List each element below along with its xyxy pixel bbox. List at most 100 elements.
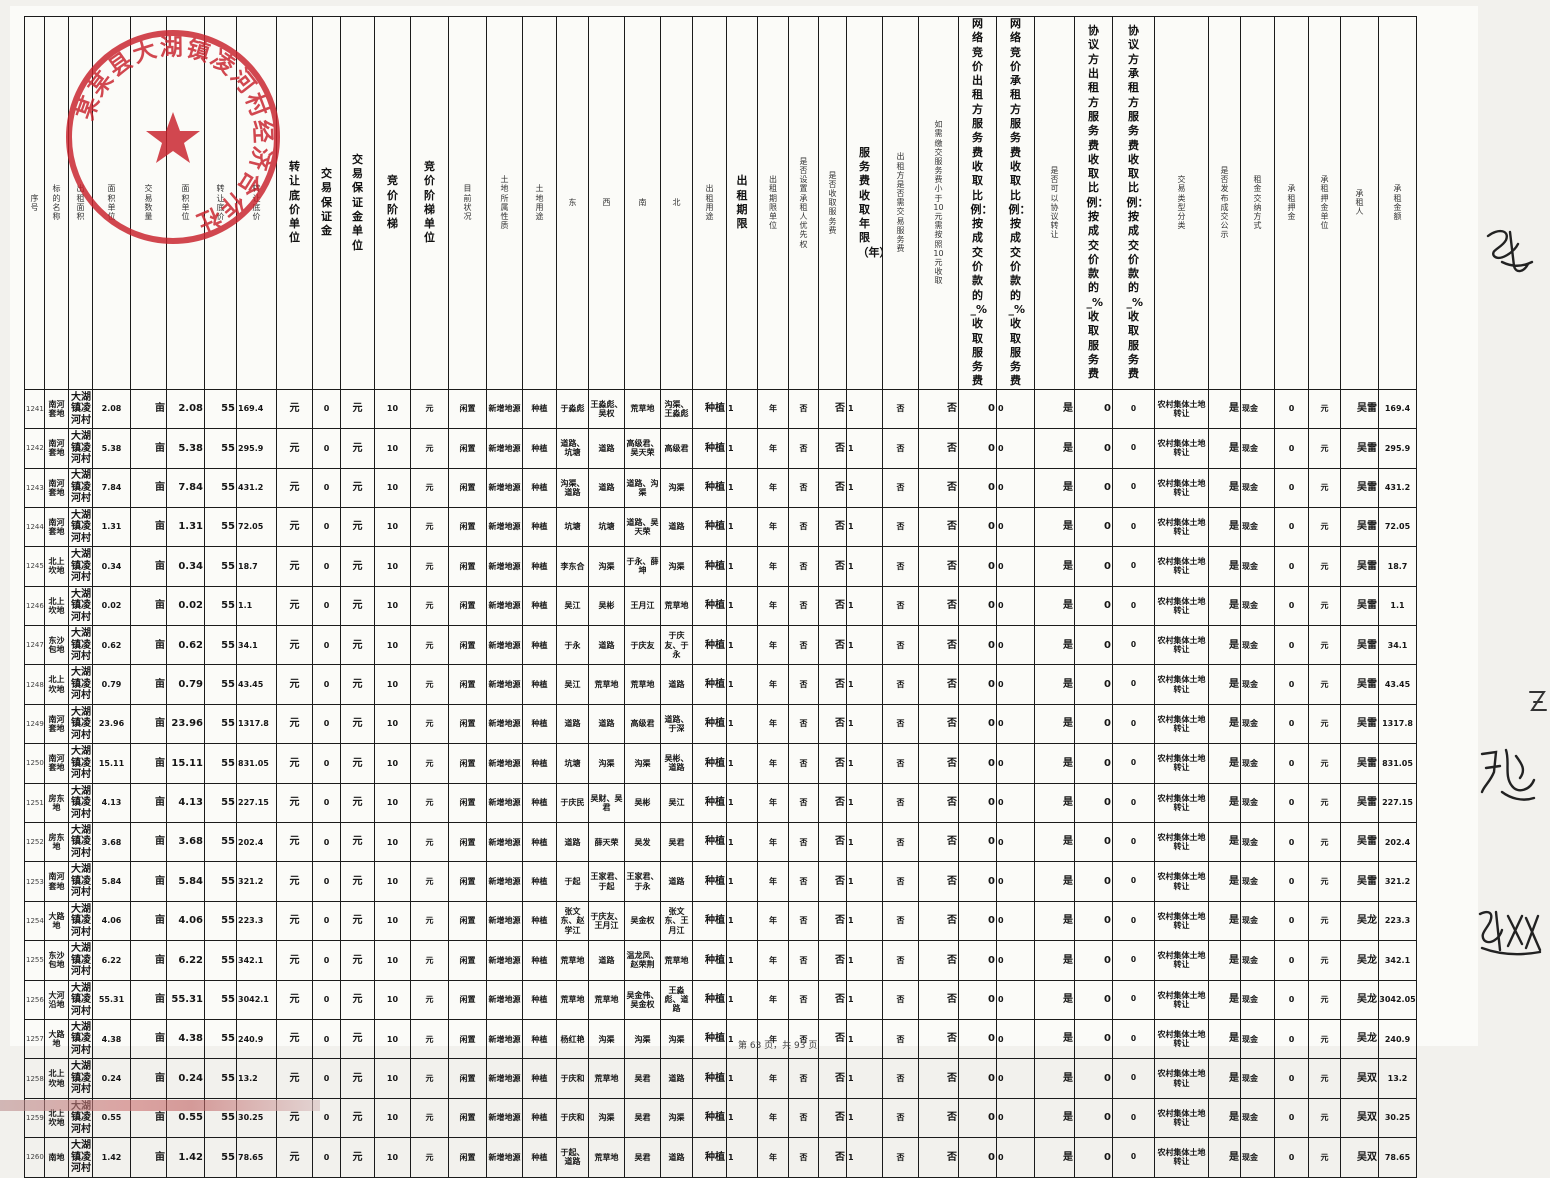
- cell-step-unit: 10: [374, 388, 411, 430]
- cell-price-unit: 72.05: [236, 506, 277, 548]
- cell-step: 元: [340, 782, 375, 824]
- cell-min-fee: 否: [882, 940, 919, 981]
- cell-south: 薛天荣: [588, 822, 625, 863]
- cell-north: 吴君: [624, 1137, 661, 1178]
- cell-negotiable: 0: [996, 428, 1035, 469]
- cell-lessor-fee: 1: [846, 822, 883, 863]
- cell-undefined: 831.05: [1378, 743, 1417, 784]
- cell-seq: 1246: [24, 585, 45, 627]
- cell-payment: 是: [1208, 428, 1241, 469]
- cell-min-fee: 否: [882, 782, 919, 824]
- cell-undefined: 30.25: [1378, 1097, 1417, 1139]
- hdr-status-label: 目前状况: [463, 184, 472, 222]
- hdr-price-unit-label: 转让底价单位: [289, 159, 300, 245]
- cell-area: 大湖镇凌河村: [68, 822, 93, 863]
- cell-lessee: 元: [1308, 703, 1341, 745]
- cell-deposit-unit: 0: [312, 664, 341, 705]
- cell-qty: 亩: [130, 940, 167, 981]
- cell-lessor-fee: 1: [846, 1058, 883, 1099]
- cell-neg-lessee-fee: 0: [1074, 782, 1113, 824]
- cell-lessee: 元: [1308, 743, 1341, 784]
- cell-trade-type: 0: [1112, 1137, 1155, 1178]
- cell-land-nature: 闲置: [448, 1018, 487, 1060]
- hdr-area-label: 出租面积: [76, 184, 85, 222]
- cell-west: 荒草地: [556, 940, 589, 981]
- cell-lease-deposit: 现金: [1240, 1097, 1275, 1139]
- cell-lease-deposit: 现金: [1240, 940, 1275, 981]
- cell-min-fee: 否: [882, 900, 919, 942]
- cell-priority: 年: [757, 388, 789, 430]
- hdr-deposit: 交易保证金: [312, 16, 341, 390]
- hdr-lease-term-label: 出租期限: [736, 174, 748, 231]
- cell-lease-deposit: 现金: [1240, 585, 1275, 627]
- hdr-north-label: 北: [672, 198, 681, 208]
- hdr-lease-deposit-unit-label: 承租押金单位: [1320, 175, 1329, 231]
- cell-net-lessee-fee: 0: [958, 1137, 997, 1178]
- cell-min-fee: 否: [882, 703, 919, 745]
- cell-status: 元: [410, 743, 449, 784]
- cell-lease-use: 沟渠: [660, 1097, 693, 1139]
- cell-lease-use: 王淼彪、道路: [660, 979, 693, 1020]
- hdr-neg-lessee-fee-label: 协议方承租方服务费收取比例：按成交价款的_%收取服务费: [1126, 24, 1149, 381]
- cell-south: 荒草地: [588, 1137, 625, 1178]
- cell-price-unit: 1317.8: [236, 703, 277, 745]
- cell-payment: 是: [1208, 743, 1241, 784]
- hdr-land-use: 土地用途: [522, 16, 557, 390]
- cell-lessee: 元: [1308, 1097, 1341, 1139]
- cell-negotiable: 0: [996, 822, 1035, 863]
- cell-price: 55: [204, 861, 237, 902]
- cell-lease-use: 吴君: [660, 822, 693, 863]
- cell-priority: 年: [757, 743, 789, 784]
- cell-term: 种植: [692, 782, 727, 824]
- cell-west: 道路、坑塘: [556, 428, 589, 469]
- hdr-neg-lessee-fee: 协议方承租方服务费收取比例：按成交价款的_%收取服务费: [1112, 16, 1155, 390]
- cell-step: 元: [340, 506, 375, 548]
- cell-neg-lessor-fee: 是: [1034, 782, 1075, 824]
- cell-qty: 亩: [130, 585, 167, 627]
- cell-qty: 亩: [130, 822, 167, 863]
- hdr-reserve: 转让底价: [204, 16, 237, 390]
- cell-deposit: 元: [276, 388, 313, 430]
- cell-north: 吴发: [624, 822, 661, 863]
- cell-lease-deposit-unit: 0: [1274, 1097, 1309, 1139]
- cell-area: 大湖镇凌河村: [68, 940, 93, 981]
- cell-north: 王家君、于永: [624, 861, 661, 902]
- cell-term: 种植: [692, 1097, 727, 1139]
- cell-lease-use: 道路、于深: [660, 703, 693, 745]
- cell-amount: 吴双: [1340, 1058, 1379, 1099]
- cell-trade-type: 0: [1112, 467, 1155, 508]
- hdr-min-fee: 如需缴交服务费小于10元需按照10元收取: [918, 16, 959, 390]
- cell-min-fee: 否: [882, 861, 919, 902]
- cell-area-unit: 23.96: [92, 703, 131, 745]
- cell-min-fee: 否: [882, 1018, 919, 1060]
- cell-undefined: 227.15: [1378, 782, 1417, 824]
- cell-net-lessor-fee: 否: [918, 703, 959, 745]
- cell-step-unit: 10: [374, 664, 411, 705]
- cell-neg-lessor-fee: 是: [1034, 428, 1075, 469]
- cell-net-lessor-fee: 否: [918, 782, 959, 824]
- cell-step: 元: [340, 822, 375, 863]
- cell-term: 种植: [692, 900, 727, 942]
- cell-seq: 1251: [24, 782, 45, 824]
- cell-term: 种植: [692, 585, 727, 627]
- cell-price-unit: 831.05: [236, 743, 277, 784]
- cell-fee-charged: 否: [788, 822, 819, 863]
- cell-neg-lessor-fee: 是: [1034, 1018, 1075, 1060]
- cell-land-use: 新增地源: [486, 585, 523, 627]
- cell-lease-deposit: 现金: [1240, 506, 1275, 548]
- hdr-seq: 序号: [24, 16, 45, 390]
- cell-land-nature: 闲置: [448, 467, 487, 508]
- cell-term-unit: 1: [726, 506, 758, 548]
- cell-price-unit: 1.1: [236, 585, 277, 627]
- cell-trade-type: 0: [1112, 861, 1155, 902]
- cell-priority: 年: [757, 664, 789, 705]
- cell-negotiable: 0: [996, 1018, 1035, 1060]
- cell-fee-years: 否: [818, 940, 847, 981]
- cell-status: 元: [410, 428, 449, 469]
- cell-reserve: 1.31: [166, 506, 205, 548]
- cell-lessor-fee: 1: [846, 664, 883, 705]
- cell-net-lessee-fee: 0: [958, 900, 997, 942]
- cell-east: 种植: [522, 900, 557, 942]
- cell-priority: 年: [757, 1097, 789, 1139]
